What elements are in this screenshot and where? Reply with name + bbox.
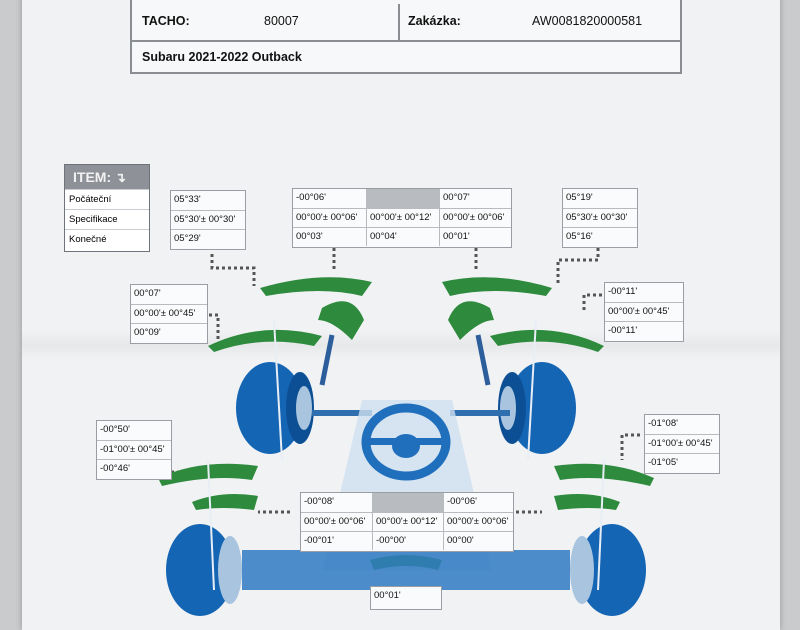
value-final: 05°29' <box>171 229 245 248</box>
vehicle-description: Subaru 2021-2022 Outback <box>142 50 302 64</box>
value-final: 00°03' <box>293 227 366 246</box>
legend-title-text: ITEM: <box>73 169 112 185</box>
value-spec: 00°00'± 00°06' <box>293 208 366 227</box>
order-number: AW0081820000581 <box>532 14 643 28</box>
value-spec: 05°30'± 00°30' <box>171 210 245 229</box>
alignment-report-sheet: TACHO: 80007 Zakázka: AW0081820000581 Su… <box>22 0 780 630</box>
value-spec: 00°00'± 00°45' <box>131 304 207 323</box>
value-spec: 00°00'± 00°06' <box>439 208 511 227</box>
value-initial: -00°50' <box>100 424 130 435</box>
value-spec: 00°00'± 00°12' <box>366 208 439 227</box>
value-final: 00°04' <box>366 227 439 246</box>
value-initial: 05°19' <box>566 192 593 203</box>
rear-left-wheel <box>166 524 242 616</box>
value-spec: 00°00'± 00°06' <box>301 512 372 531</box>
legend-item-final: Konečné <box>65 229 149 249</box>
value-final: 00°01' <box>439 227 511 246</box>
value-final: -00°46' <box>97 459 171 478</box>
header-row-tacho: TACHO: 80007 Zakázka: AW0081820000581 <box>130 4 682 42</box>
value-spec: 05°30'± 00°30' <box>563 208 637 227</box>
value-final: -01°05' <box>645 453 719 472</box>
value-final: -00°11' <box>605 321 683 340</box>
highlight-cell <box>372 493 443 512</box>
value-final: 00°09' <box>131 323 207 342</box>
front-indicators <box>208 277 604 352</box>
legend-title: ITEM: ↴ <box>65 165 149 189</box>
value-spec: 00°00'± 00°45' <box>605 302 683 321</box>
rear-total-toe-box: -00°08' -00°06' 00°00'± 00°06' 00°00'± 0… <box>300 492 514 552</box>
value-initial: -00°06' <box>443 493 513 512</box>
legend-item-initial: Počáteční <box>65 189 149 209</box>
value-spec: -01°00'± 00°45' <box>645 434 719 453</box>
value-initial: 00°07' <box>439 189 511 208</box>
thrust-angle-value: 00°01' <box>374 590 401 601</box>
value-final: -00°01' <box>301 531 372 550</box>
value-initial: -00°11' <box>608 286 638 297</box>
tacho-value: 80007 <box>264 14 299 28</box>
rear-axle-body <box>242 550 570 590</box>
value-final: 05°16' <box>563 227 637 246</box>
legend-item-spec: Specifikace <box>65 209 149 229</box>
thrust-angle-box: 00°01' <box>370 586 442 610</box>
value-initial: -00°08' <box>304 496 334 507</box>
value-initial: 05°33' <box>174 194 201 205</box>
highlight-cell <box>366 189 439 208</box>
front-right-wheel <box>450 362 576 454</box>
front-left-toe-box: 00°07' 00°00'± 00°45' 00°09' <box>130 284 208 344</box>
value-final: 00°00' <box>443 531 513 550</box>
value-spec: -01°00'± 00°45' <box>97 440 171 459</box>
front-left-wheel <box>236 362 372 454</box>
value-spec: 00°00'± 00°12' <box>372 512 443 531</box>
value-final: -00°00' <box>372 531 443 550</box>
rear-right-wheel <box>570 524 646 616</box>
value-initial: 00°07' <box>134 288 161 299</box>
header-divider <box>398 4 400 40</box>
suspension-struts <box>319 334 491 386</box>
order-label: Zakázka: <box>408 14 461 28</box>
front-right-camber-box: 05°19' 05°30'± 00°30' 05°16' <box>562 188 638 248</box>
rear-right-camber-box: -01°08' -01°00'± 00°45' -01°05' <box>644 414 720 474</box>
value-spec: 00°00'± 00°06' <box>443 512 513 531</box>
item-legend: ITEM: ↴ Počáteční Specifikace Konečné <box>64 164 150 252</box>
angle-lines <box>207 319 605 591</box>
front-right-toe-box: -00°11' 00°00'± 00°45' -00°11' <box>604 282 684 342</box>
value-initial: -01°08' <box>648 418 678 429</box>
header-row-vehicle: Subaru 2021-2022 Outback <box>130 42 682 74</box>
front-total-toe-box: -00°06' 00°07' 00°00'± 00°06' 00°00'± 00… <box>292 188 512 248</box>
rear-left-camber-box: -00°50' -01°00'± 00°45' -00°46' <box>96 420 172 480</box>
arrow-down-icon: ↴ <box>115 170 126 185</box>
tacho-label: TACHO: <box>142 14 190 28</box>
front-left-camber-box: 05°33' 05°30'± 00°30' 05°29' <box>170 190 246 250</box>
value-initial: -00°06' <box>296 192 326 203</box>
